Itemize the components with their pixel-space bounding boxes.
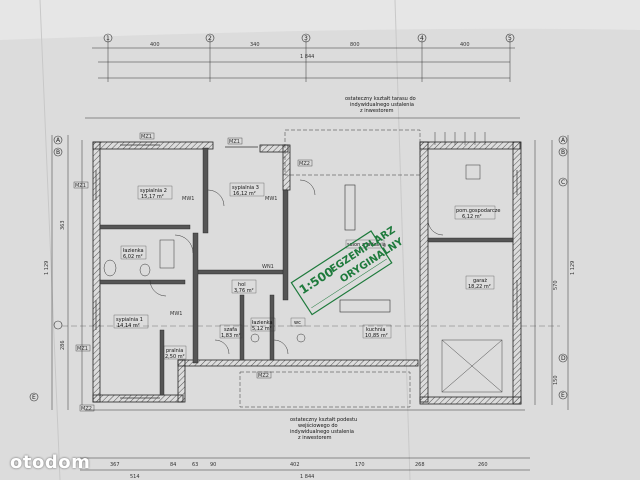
tag-mz2-b: MZ2 — [258, 373, 269, 379]
room-name-lazienka-2: łazienka — [252, 320, 273, 326]
terrace-outline — [239, 129, 421, 408]
element-tags — [73, 132, 313, 412]
room-name-salon: salon z jadalnią — [347, 242, 386, 248]
note-bottom-2: wejściowego do — [298, 422, 338, 429]
room-area-szafa: 1,83 m² — [221, 333, 241, 339]
room-name-sypialnia-2: sypialnia 2 — [140, 188, 167, 194]
top-dimensions — [85, 40, 520, 119]
tag-mw1-b: MW1 — [265, 196, 277, 202]
grid-e-right: E — [561, 392, 565, 399]
dim-right-2: 570 — [553, 280, 559, 290]
room-name-sypialnia-3: sypialnia 3 — [232, 185, 259, 191]
note-top-2: indywidualnego ustalenia — [350, 102, 414, 108]
note-top-3: z inwestorem — [360, 108, 394, 114]
room-name-kuchnia: kuchnia — [366, 327, 385, 333]
room-area-sypialnia-2: 15,17 m² — [141, 194, 164, 200]
terrace-steps — [434, 132, 486, 145]
tag-mz1-b: MZ1 — [229, 139, 240, 145]
garage-symbol — [441, 339, 503, 393]
grid-b-right: B — [561, 149, 565, 156]
room-name-szafa: szafa — [224, 327, 237, 333]
tag-mz2-a: MZ2 — [81, 406, 92, 412]
room-area-sypialnia-1: 14,14 m² — [117, 323, 140, 329]
dim-top-1: 400 — [150, 42, 160, 48]
grid-a-left: A — [56, 137, 61, 144]
right-dimensions — [534, 135, 569, 410]
dim-left-total: 1 129 — [44, 261, 50, 275]
bottom-dimensions — [80, 409, 530, 471]
grid-a-right: A — [561, 137, 566, 144]
room-name-pom-gosp: pom.gospodarcze — [456, 208, 500, 214]
room-area-pom-gosp: 6,12 m² — [462, 214, 482, 220]
grid-e-left: E — [32, 394, 36, 401]
room-name-pralnia: pralnia — [166, 348, 183, 354]
room-area-hol: 3,76 m² — [234, 288, 254, 294]
note-top-1: ostateczny kształt tarasu do — [345, 96, 416, 102]
grid-b-left: B — [56, 149, 60, 156]
dim-bottom-2: 84 — [170, 462, 176, 468]
room-name-lazienka-1: łazienka — [123, 248, 144, 254]
dim-top-3: 800 — [350, 42, 360, 48]
door-swings — [149, 179, 444, 355]
tag-mw1-a: MW1 — [182, 196, 194, 202]
room-area-kuchnia: 10,85 m² — [365, 333, 388, 339]
room-name-wc: wc — [294, 320, 301, 326]
grid-4: 4 — [420, 35, 424, 42]
note-bottom-4: z inwestorem — [298, 435, 332, 441]
grid-2: 2 — [208, 35, 212, 42]
dim-left-3: 286 — [60, 340, 66, 350]
room-area-sypialnia-3: 16,12 m² — [233, 191, 256, 197]
room-area-pralnia: 2,50 m² — [165, 354, 185, 360]
dim-bottom-8: 260 — [478, 462, 488, 468]
dim-bottom-6: 170 — [355, 462, 365, 468]
tag-mz1-c: MZ1 — [75, 183, 86, 189]
dim-top-total: 1 844 — [300, 54, 314, 60]
tag-wn1: WN1 — [262, 264, 274, 270]
grid-d-right: D — [561, 355, 566, 362]
room-name-hol: hol — [238, 282, 246, 288]
dim-top-2: 340 — [250, 42, 260, 48]
dim-bottom-9: 514 — [130, 474, 140, 480]
note-bottom-3: indywidualnego ustalenia — [290, 429, 354, 435]
kitchen-island — [339, 184, 391, 313]
dim-top-4: 400 — [460, 42, 470, 48]
tag-mw1-c: MW1 — [170, 311, 182, 317]
dim-right-total: 1 129 — [570, 261, 576, 275]
dim-bottom-total: 1 844 — [300, 474, 314, 480]
dim-right-3: 150 — [553, 375, 559, 385]
grid-circles-top — [103, 33, 515, 43]
otodom-watermark-logo: otodom — [10, 452, 91, 473]
tag-mz2-c: MZ2 — [299, 161, 310, 167]
room-name-sypialnia-1: sypialnia 1 — [116, 317, 143, 323]
room-labels: sypialnia 2 15,17 m² sypialnia 3 16,12 m… — [113, 182, 500, 360]
dim-bottom-7: 268 — [415, 462, 425, 468]
room-name-garaz: garaż — [473, 278, 487, 284]
tag-mz1-a: MZ1 — [141, 134, 152, 140]
dim-bottom-3: 63 — [192, 462, 198, 468]
dim-bottom-5: 402 — [290, 462, 300, 468]
note-bottom-1: ostateczny kształt podestu — [290, 417, 357, 423]
windows — [95, 144, 518, 399]
room-area-lazienka-1: 6,02 m² — [123, 254, 143, 260]
room-area-garaz: 18,22 m² — [468, 284, 491, 290]
bathroom-fixtures — [103, 164, 481, 343]
room-area-lazienka-2: 5,12 m² — [252, 326, 272, 332]
grid-1: 1 — [106, 35, 110, 42]
dim-left-2: 363 — [60, 220, 66, 230]
dim-bottom-1: 367 — [110, 462, 120, 468]
grid-3: 3 — [304, 35, 308, 42]
tag-mz1-d: MZ1 — [77, 346, 88, 352]
dim-bottom-4: 90 — [210, 462, 216, 468]
outer-walls — [92, 141, 522, 405]
grid-circles-side — [29, 135, 568, 402]
left-dimensions — [51, 135, 83, 410]
grid-c-right: C — [561, 179, 565, 186]
grid-5: 5 — [508, 35, 512, 42]
